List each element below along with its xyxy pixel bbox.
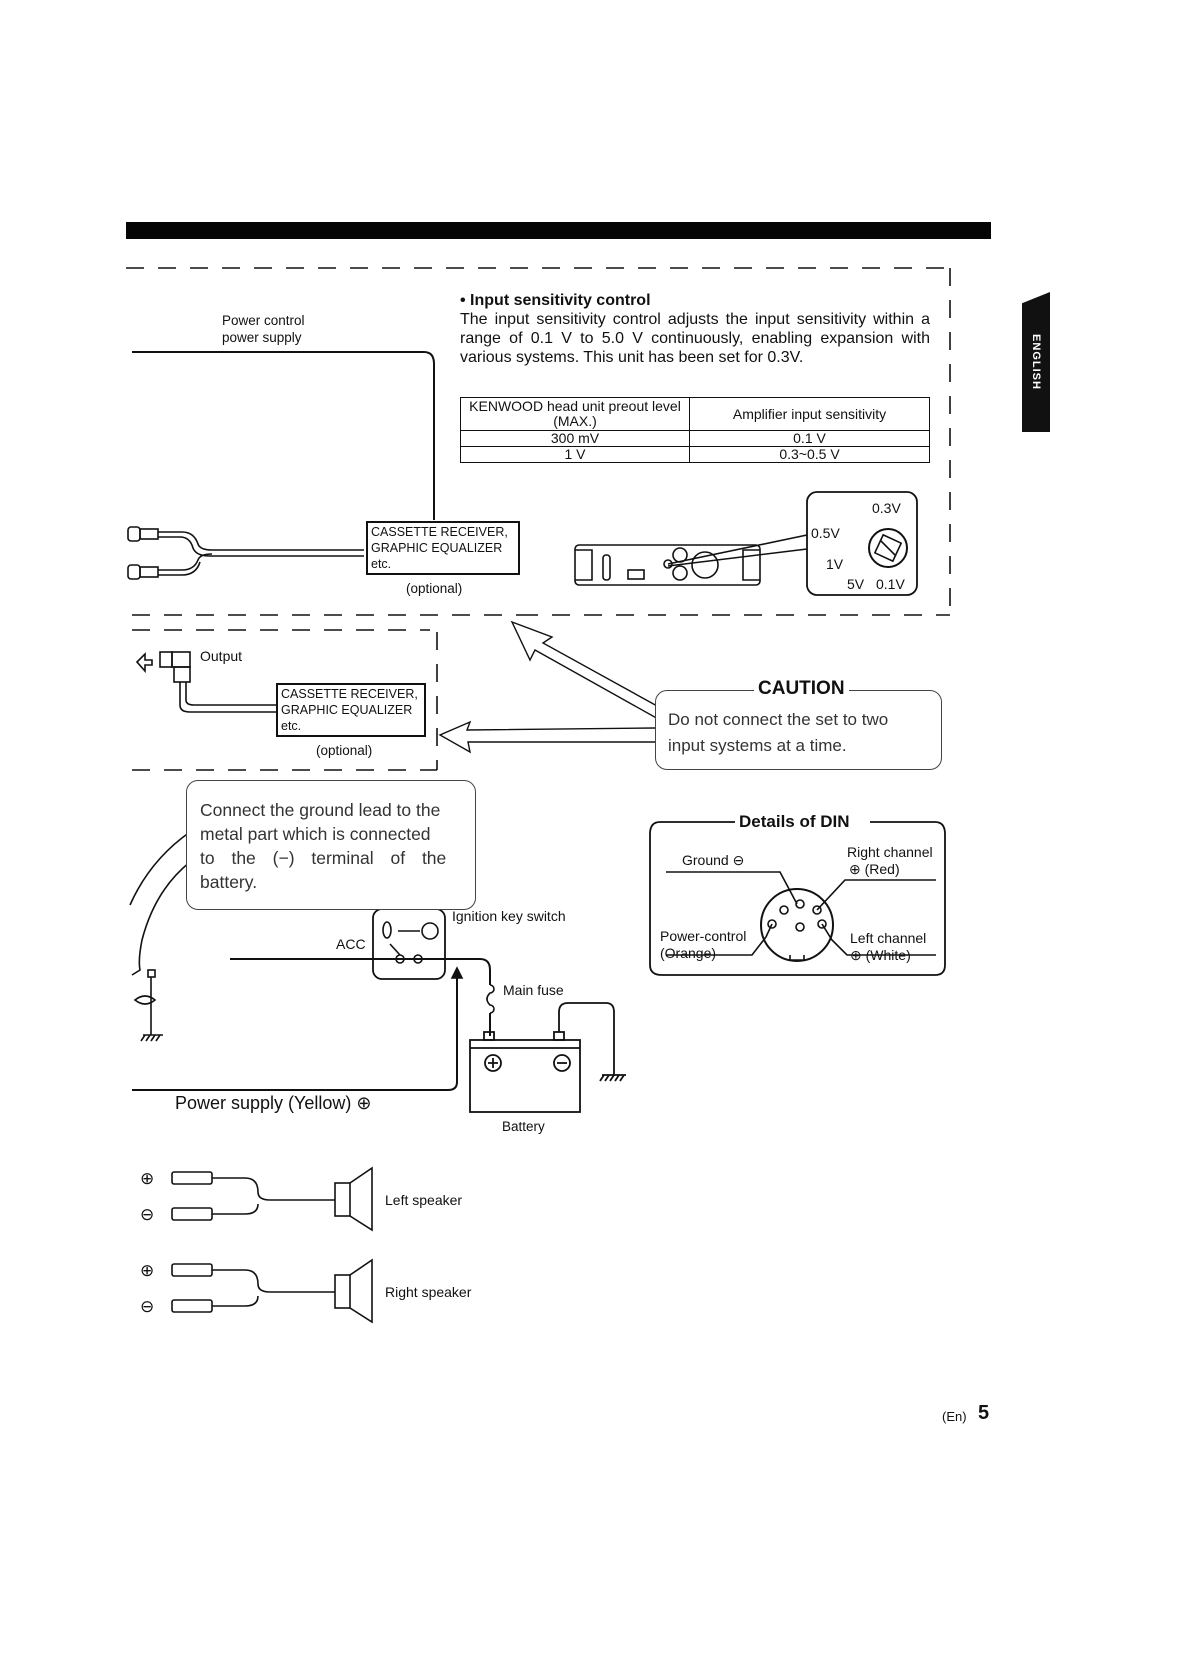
caution-arrow-up xyxy=(510,620,669,721)
ground-note-line: metal part which is connected xyxy=(200,824,431,844)
acc-label: ACC xyxy=(336,936,366,952)
dial-callout xyxy=(806,491,918,596)
source-box-line: CASSETTE RECEIVER, xyxy=(371,525,508,539)
ground-note-line: to the (−) terminal of the xyxy=(200,848,447,868)
table-header-preout: KENWOOD head unit preout level (MAX.) xyxy=(460,397,690,431)
left-speaker-wiring xyxy=(171,1166,373,1232)
din-left-channel-label: Left channel ⊕ (White) xyxy=(850,930,926,964)
left-speaker-minus-icon: ⊖ xyxy=(140,1205,155,1224)
dial-label-0-5v: 0.5V xyxy=(811,525,840,541)
right-speaker-label: Right speaker xyxy=(385,1284,472,1300)
ignition-switch-box xyxy=(372,908,446,980)
battery-label: Battery xyxy=(502,1119,545,1134)
din-power-control-line1: Power-control xyxy=(660,928,747,944)
power-control-label: Power control power supply xyxy=(222,312,305,346)
section-body: The input sensitivity control adjusts th… xyxy=(460,311,930,366)
source-box-line: etc. xyxy=(371,557,392,571)
din-frame xyxy=(649,821,946,976)
caution-arrow-left xyxy=(438,720,656,754)
amplifier-unit-icon xyxy=(574,534,808,586)
caution-line: Do not connect the set to two xyxy=(668,710,889,729)
section-heading: • Input sensitivity control xyxy=(460,292,651,309)
din-connector-icon xyxy=(666,871,936,962)
right-speaker-minus-icon: ⊖ xyxy=(140,1297,155,1316)
table-cell: 0.3~0.5 V xyxy=(689,446,930,463)
table-header-sensitivity: Amplifier input sensitivity xyxy=(689,397,930,431)
power-supply-label: Power supply (Yellow) ⊕ xyxy=(175,1093,372,1113)
rca-plug-icon xyxy=(127,526,364,580)
optional-label-output: (optional) xyxy=(316,743,373,758)
header-rule xyxy=(126,222,991,239)
din-ground-label: Ground ⊖ xyxy=(682,852,745,868)
din-right-channel-line1: Right channel xyxy=(847,844,933,860)
din-right-channel-line2: ⊕ (Red) xyxy=(849,861,900,877)
source-box-line: CASSETTE RECEIVER, xyxy=(281,687,418,701)
left-speaker-plus-icon: ⊕ xyxy=(140,1169,155,1188)
dial-label-0-1v: 0.1V xyxy=(876,576,905,592)
fuse-icon xyxy=(486,984,495,1014)
main-fuse-label: Main fuse xyxy=(503,982,564,998)
optional-label: (optional) xyxy=(406,581,463,596)
caution-box: CAUTION Do not connect the set to two in… xyxy=(655,678,942,770)
acc-to-fuse-wire xyxy=(372,958,491,985)
source-box-line: etc. xyxy=(281,719,302,733)
power-control-line2: power supply xyxy=(222,330,302,345)
table-header-row: KENWOOD head unit preout level (MAX.) Am… xyxy=(460,397,930,431)
table-row: 1 V 0.3~0.5 V xyxy=(460,446,930,463)
caution-line: input systems at a time. xyxy=(668,736,847,755)
right-speaker-wiring xyxy=(171,1258,373,1324)
source-unit-box: CASSETTE RECEIVER, GRAPHIC EQUALIZER etc… xyxy=(366,521,520,575)
right-speaker-plus-icon: ⊕ xyxy=(140,1261,155,1280)
din-left-channel-line1: Left channel xyxy=(850,930,927,946)
ground-note-text: Connect the ground lead to the metal par… xyxy=(200,798,474,894)
power-control-line1: Power control xyxy=(222,313,305,328)
caution-text: Do not connect the set to two input syst… xyxy=(668,707,888,759)
power-supply-arrow xyxy=(132,978,458,1091)
language-tab: ENGLISH xyxy=(1022,292,1050,432)
input-sensitivity-section: • Input sensitivity control The input se… xyxy=(460,292,930,367)
output-plug-icon xyxy=(135,651,278,713)
ignition-key-switch-label: Ignition key switch xyxy=(452,908,566,924)
ground-terminal-icon xyxy=(133,969,163,1042)
sensitivity-table: KENWOOD head unit preout level (MAX.) Am… xyxy=(460,397,930,463)
sensitivity-dial-icon xyxy=(868,528,908,568)
arrow-head-icon xyxy=(450,966,464,979)
dial-label-5v: 5V xyxy=(847,576,865,592)
footer-lang: (En) xyxy=(942,1409,967,1424)
dial-label-1v: 1V xyxy=(826,556,844,572)
ground-note-line: battery. xyxy=(200,872,258,892)
battery-icon xyxy=(469,1002,626,1113)
left-speaker-label: Left speaker xyxy=(385,1192,463,1208)
source-box-line: GRAPHIC EQUALIZER xyxy=(371,541,503,555)
source-box-line: GRAPHIC EQUALIZER xyxy=(281,703,413,717)
table-cell: 1 V xyxy=(460,446,690,463)
ignition-key-icon xyxy=(382,921,439,940)
table-row: 300 mV 0.1 V xyxy=(460,430,930,447)
din-power-control-label: Power-control (Orange) xyxy=(660,928,746,962)
page-number: 5 xyxy=(978,1402,990,1424)
din-left-channel-line2: ⊕ (White) xyxy=(850,947,911,963)
din-power-control-line2: (Orange) xyxy=(660,945,717,961)
table-cell: 0.1 V xyxy=(689,430,930,447)
switch-contact-icon xyxy=(389,943,423,964)
din-right-channel-label: Right channel ⊕ (Red) xyxy=(847,844,933,878)
ground-note-tail xyxy=(129,831,191,976)
ground-note-line: Connect the ground lead to the xyxy=(200,800,441,820)
output-source-box: CASSETTE RECEIVER, GRAPHIC EQUALIZER etc… xyxy=(276,683,426,737)
caution-title: CAUTION xyxy=(754,678,849,700)
power-control-wire xyxy=(132,351,435,520)
dial-label-0-3v: 0.3V xyxy=(872,500,901,516)
output-label: Output xyxy=(200,648,243,664)
table-cell: 300 mV xyxy=(460,430,690,447)
din-title: Details of DIN xyxy=(735,812,854,832)
ground-note-box: Connect the ground lead to the metal par… xyxy=(186,780,476,910)
